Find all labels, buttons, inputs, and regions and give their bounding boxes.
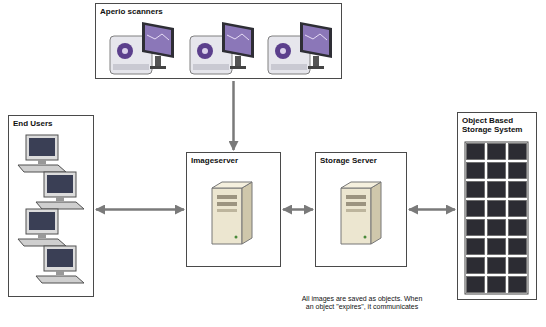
box-label: Storage Server — [316, 153, 406, 165]
box-label: Imageserver — [187, 153, 280, 165]
note-text: All images are saved as objects. When an… — [298, 295, 426, 312]
system-box: End Users — [8, 115, 94, 297]
double-arrow — [409, 208, 455, 211]
double-arrow — [232, 81, 235, 150]
box-label: Object Based Storage System — [458, 113, 536, 134]
system-box: Aperio scanners — [95, 3, 342, 79]
system-box: Object Based Storage System — [457, 112, 537, 300]
double-arrow — [283, 208, 313, 211]
system-box: Storage Server — [315, 152, 407, 267]
box-label: End Users — [9, 116, 93, 128]
double-arrow — [96, 208, 184, 211]
box-label: Aperio scanners — [96, 4, 341, 16]
system-box: Imageserver — [186, 152, 281, 267]
